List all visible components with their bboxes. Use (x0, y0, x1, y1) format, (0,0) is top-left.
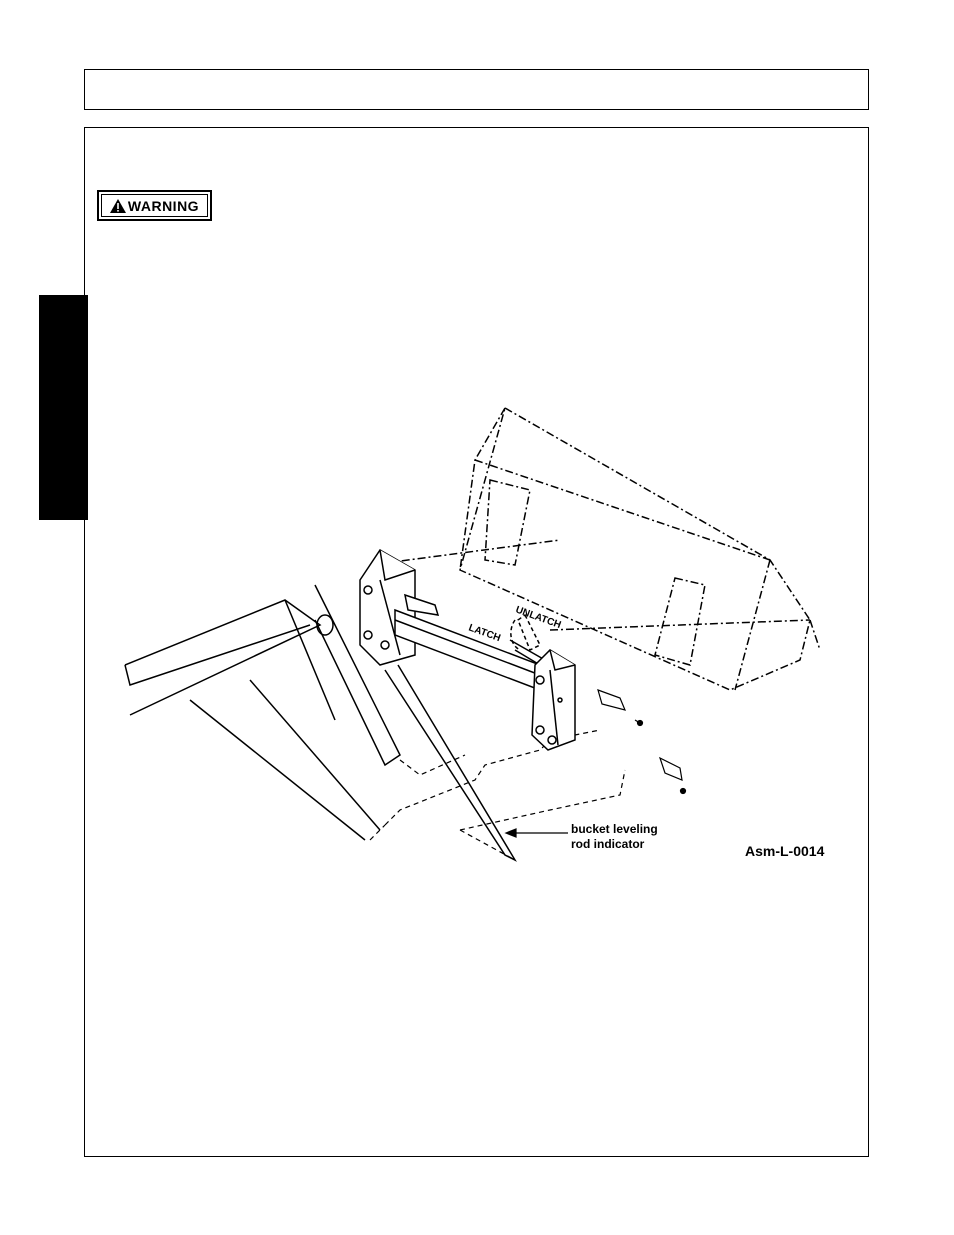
latch-lever (509, 613, 546, 669)
bucket-leveling-callout: bucket leveling rod indicator (571, 822, 658, 852)
page-header-box (84, 69, 869, 110)
warning-label: WARNING (127, 197, 200, 214)
cross-bar (394, 608, 541, 692)
warning-triangle-icon (109, 198, 126, 213)
bucket-outline (369, 406, 821, 691)
quick-attach-assembly-figure: UNLATCH LATCH (120, 400, 840, 880)
callout-arrow (504, 828, 568, 838)
right-upright-plate (531, 649, 576, 751)
callout-line-1: bucket leveling (571, 822, 658, 836)
left-upright-plate (359, 549, 440, 666)
warning-badge: WARNING (97, 190, 212, 221)
pins (597, 689, 687, 795)
loader-arm (124, 584, 517, 862)
callout-line-2: rod indicator (571, 837, 645, 851)
content-frame (84, 127, 869, 1157)
warning-badge-inner: WARNING (101, 194, 208, 217)
section-tab (39, 295, 88, 520)
assembly-drawing: UNLATCH LATCH (124, 406, 821, 862)
figure-id: Asm-L-0014 (745, 843, 825, 859)
